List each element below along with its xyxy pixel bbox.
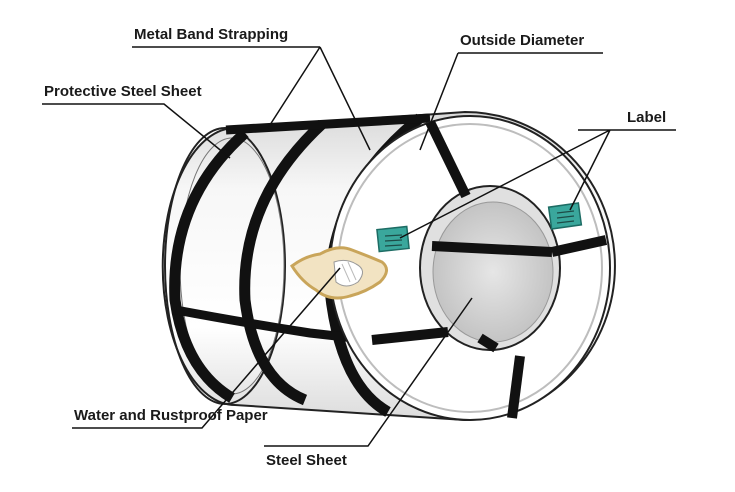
- end-face-straps: [371, 119, 608, 419]
- leader-metal-band: [132, 46, 371, 151]
- coil-end-face: [329, 115, 611, 421]
- label-tag-left: [376, 225, 410, 253]
- leader-label: [399, 129, 676, 239]
- label-water-rustproof-paper: Water and Rustproof Paper: [74, 407, 268, 424]
- label-steel-sheet: Steel Sheet: [266, 452, 347, 469]
- leader-paper: [72, 267, 341, 429]
- strap-band: [239, 119, 326, 406]
- label-outside-diameter: Outside Diameter: [460, 32, 584, 49]
- label-label: Label: [627, 109, 666, 126]
- leader-outside-diameter: [419, 52, 603, 151]
- longitudinal-strap: [175, 113, 431, 345]
- rustproof-paper-tear: [290, 246, 388, 300]
- label-tag-right: [547, 202, 583, 230]
- callout-lines: [42, 46, 676, 447]
- leader-protective: [42, 103, 231, 159]
- leader-steel-sheet: [264, 297, 473, 447]
- label-protective-steel-sheet: Protective Steel Sheet: [44, 83, 202, 100]
- label-metal-band-strapping: Metal Band Strapping: [134, 26, 288, 43]
- strap-band: [169, 128, 249, 403]
